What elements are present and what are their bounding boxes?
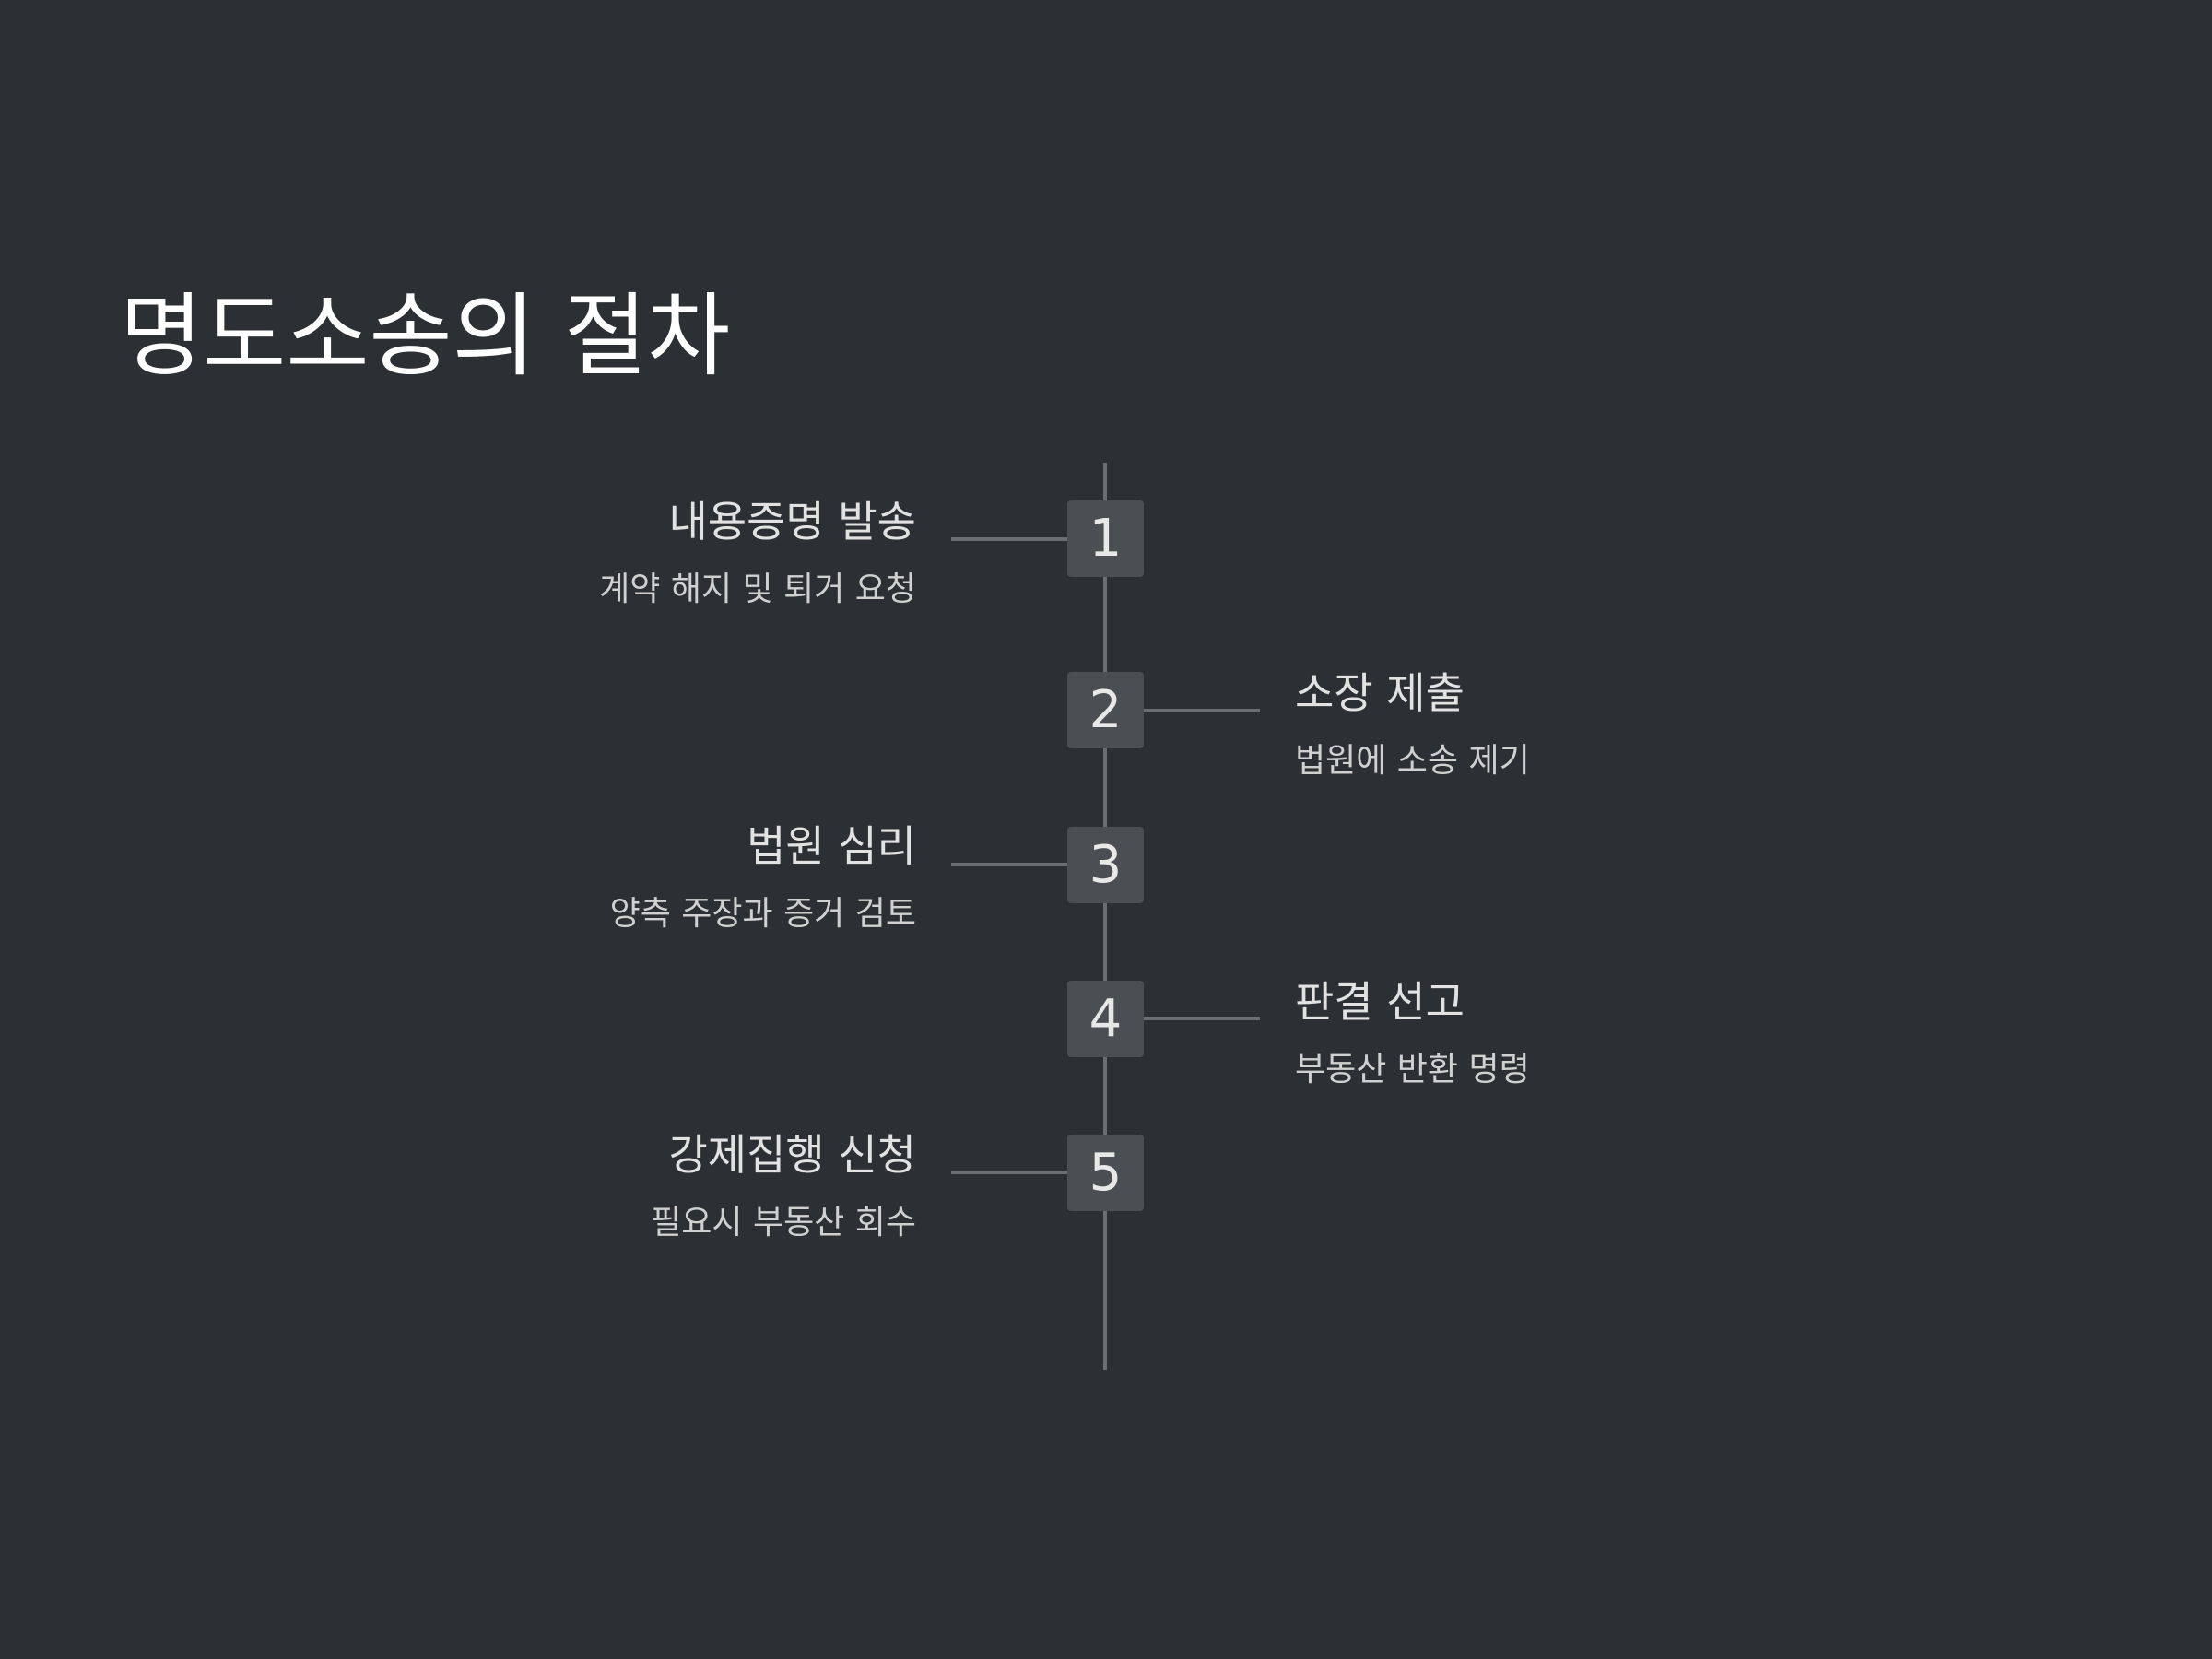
- step-3-title: 법원 심리: [747, 821, 916, 871]
- step-3-label: 법원 심리 양측 주장과 증거 검토: [253, 818, 916, 936]
- step-3-number: 3: [1088, 835, 1123, 895]
- step-4-number: 4: [1088, 989, 1123, 1049]
- step-2-label: 소장 제출 법원에 소송 제기: [1295, 665, 1959, 783]
- step-3-connector: [951, 863, 1067, 866]
- step-1-connector: [951, 537, 1067, 541]
- step-4-number-box: 4: [1067, 981, 1144, 1057]
- step-3-description: 양측 주장과 증거 검토: [609, 895, 916, 933]
- page-title: 명도소송의 절차: [120, 284, 731, 389]
- step-5-number-box: 5: [1067, 1135, 1144, 1211]
- step-1-number-box: 1: [1067, 500, 1144, 577]
- step-2-number-box: 2: [1067, 672, 1144, 748]
- step-5-title: 강제집행 신청: [668, 1130, 916, 1180]
- step-3-number-box: 3: [1067, 827, 1144, 903]
- step-2-number: 2: [1088, 680, 1123, 740]
- step-2-description: 법원에 소송 제기: [1295, 742, 1530, 780]
- step-1-title: 내용증명 발송: [668, 497, 916, 547]
- step-5-label: 강제집행 신청 필요시 부동산 회수: [253, 1127, 916, 1245]
- step-5-number: 5: [1088, 1143, 1123, 1203]
- step-5-description: 필요시 부동산 회수: [651, 1204, 916, 1241]
- step-4-title: 판결 선고: [1295, 977, 1465, 1027]
- step-1-description: 계약 해지 및 퇴거 요청: [599, 571, 916, 608]
- step-4-connector: [1144, 1017, 1260, 1020]
- timeline-axis: [1103, 463, 1107, 1370]
- step-1-number: 1: [1088, 509, 1123, 569]
- step-5-connector: [951, 1171, 1067, 1174]
- step-1-label: 내용증명 발송 계약 해지 및 퇴거 요청: [253, 494, 916, 612]
- step-2-connector: [1144, 709, 1260, 712]
- step-2-title: 소장 제출: [1295, 668, 1465, 718]
- step-4-label: 판결 선고 부동산 반환 명령: [1295, 974, 1959, 1092]
- step-4-description: 부동산 반환 명령: [1295, 1051, 1530, 1088]
